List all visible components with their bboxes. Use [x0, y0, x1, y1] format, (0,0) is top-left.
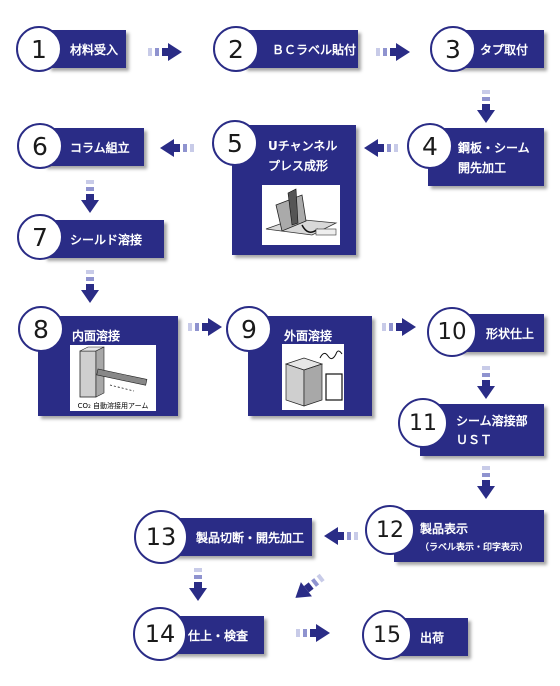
arrow-14-15: [296, 624, 330, 642]
step-4-number: 4: [407, 123, 453, 169]
step-14-label: 仕上・検査: [188, 628, 249, 643]
step-7-box: シールド溶接: [44, 220, 164, 258]
step-10-number: 10: [427, 307, 477, 357]
step-14-number: 14: [133, 607, 187, 661]
step-5-label-line1: Uチャンネル: [268, 139, 338, 153]
step-7-label: シールド溶接: [70, 232, 143, 247]
outer-welding-illustration: [282, 344, 344, 410]
step-5-label-line2: プレス成形: [268, 159, 329, 173]
step-8-label: 内面溶接: [72, 329, 121, 343]
step-6-number: 6: [17, 123, 63, 169]
step-2-box: ＢＣラベル貼付: [244, 30, 358, 68]
arrow-11-12: [477, 466, 495, 499]
arrow-7-8: [81, 270, 99, 303]
arrow-5-6: [160, 139, 194, 157]
arrow-8-9: [188, 318, 222, 336]
step-10-box: 形状仕上: [460, 314, 544, 352]
arrow-10-11: [477, 366, 495, 399]
step-1-number: 1: [16, 26, 62, 72]
step-7-number: 7: [17, 214, 63, 260]
u-channel-press-illustration: [262, 185, 340, 245]
step-11-box: シーム溶接部 ＵＳＴ: [420, 404, 544, 456]
step-10-label: 形状仕上: [486, 326, 535, 341]
arrow-6-7: [81, 180, 99, 213]
step-11-number: 11: [398, 398, 448, 448]
step-12-label: 製品表示: [420, 521, 469, 536]
step-12-box: 製品表示 （ラベル表示・印字表示）: [394, 510, 544, 562]
step-13-box: 製品切断・開先加工: [166, 518, 312, 556]
arrow-3-4: [477, 90, 495, 123]
arrow-12-13: [324, 527, 358, 545]
step-11-label-line2: ＵＳＴ: [456, 433, 493, 447]
arrow-4-5: [364, 139, 398, 157]
step-12-sub-label: （ラベル表示・印字表示）: [420, 542, 529, 553]
arrow-13-14: [189, 568, 207, 601]
step-5-number: 5: [212, 120, 258, 166]
arrow-9-10: [382, 318, 416, 336]
step-4-label-line2: 開先加工: [458, 160, 507, 175]
step-8-caption: CO₂ 自動溶接用アーム: [77, 402, 149, 410]
step-14-box: 仕上・検査: [170, 616, 264, 654]
step-4-label-line1: 鋼板・シーム: [458, 140, 530, 155]
arrow-12-14-diagonal: [295, 573, 325, 598]
step-15-number: 15: [362, 610, 412, 660]
step-12-number: 12: [365, 505, 415, 555]
step-2-label: ＢＣラベル貼付: [272, 42, 357, 57]
step-9-label: 外面溶接: [284, 329, 333, 343]
step-2-number: 2: [213, 26, 259, 72]
step-13-number: 13: [134, 510, 188, 564]
step-13-label: 製品切断・開先加工: [196, 530, 305, 545]
arrow-2-3: [376, 43, 410, 61]
step-3-label: タプ取付: [480, 42, 529, 57]
step-6-label: コラム組立: [70, 140, 130, 155]
inner-welding-illustration: CO₂ 自動溶接用アーム: [70, 345, 156, 411]
step-1-label: 材料受入: [70, 42, 119, 57]
step-9-number: 9: [226, 306, 272, 352]
step-11-label-line1: シーム溶接部: [456, 414, 528, 428]
step-3-number: 3: [430, 26, 476, 72]
step-15-label: 出荷: [420, 630, 445, 645]
step-8-number: 8: [18, 306, 64, 352]
arrow-1-2: [148, 43, 182, 61]
